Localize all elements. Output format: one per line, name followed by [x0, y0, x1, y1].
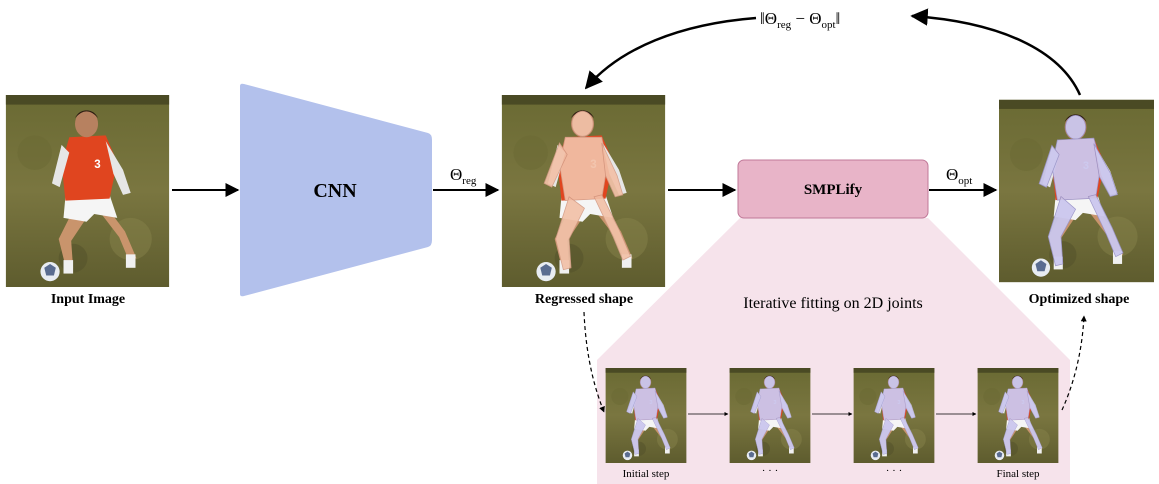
fitting-caption: Iterative fitting on 2D joints	[743, 295, 923, 312]
smplify-label: SMPLify	[804, 182, 863, 198]
cnn-label: CNN	[313, 180, 357, 202]
optimized-shape-photo	[999, 99, 1154, 283]
step-thumbnail-2	[729, 368, 811, 463]
cnn-block	[240, 83, 432, 297]
step-label-final: Final step	[996, 468, 1040, 480]
theta-opt-label: Θopt	[946, 165, 972, 187]
step-thumbnail-1	[605, 368, 687, 463]
step-label-dots-2: · · ·	[886, 465, 903, 477]
smplify-block	[737, 159, 929, 219]
regressed-shape-photo	[501, 95, 666, 287]
optimized-shape-label: Optimized shape	[1029, 292, 1130, 307]
step-thumbnail-3	[853, 368, 935, 463]
regressed-shape-label: Regressed shape	[535, 292, 633, 307]
loss-arrow-right	[910, 8, 1082, 96]
fitting-fan-background	[597, 218, 1070, 484]
input-image-label: Input Image	[51, 292, 125, 307]
dashed-arrow-up	[1061, 315, 1087, 411]
step-label-dots-1: · · ·	[762, 465, 779, 477]
input-image-photo	[5, 95, 170, 287]
step-thumbnail-4	[977, 368, 1059, 463]
theta-reg-label: Θreg	[450, 165, 477, 187]
loss-label: ‖Θreg − Θopt‖	[760, 9, 840, 31]
dashed-arrow-down	[583, 311, 605, 413]
step-label-initial: Initial step	[623, 468, 670, 480]
loss-arrow-left	[584, 16, 757, 90]
